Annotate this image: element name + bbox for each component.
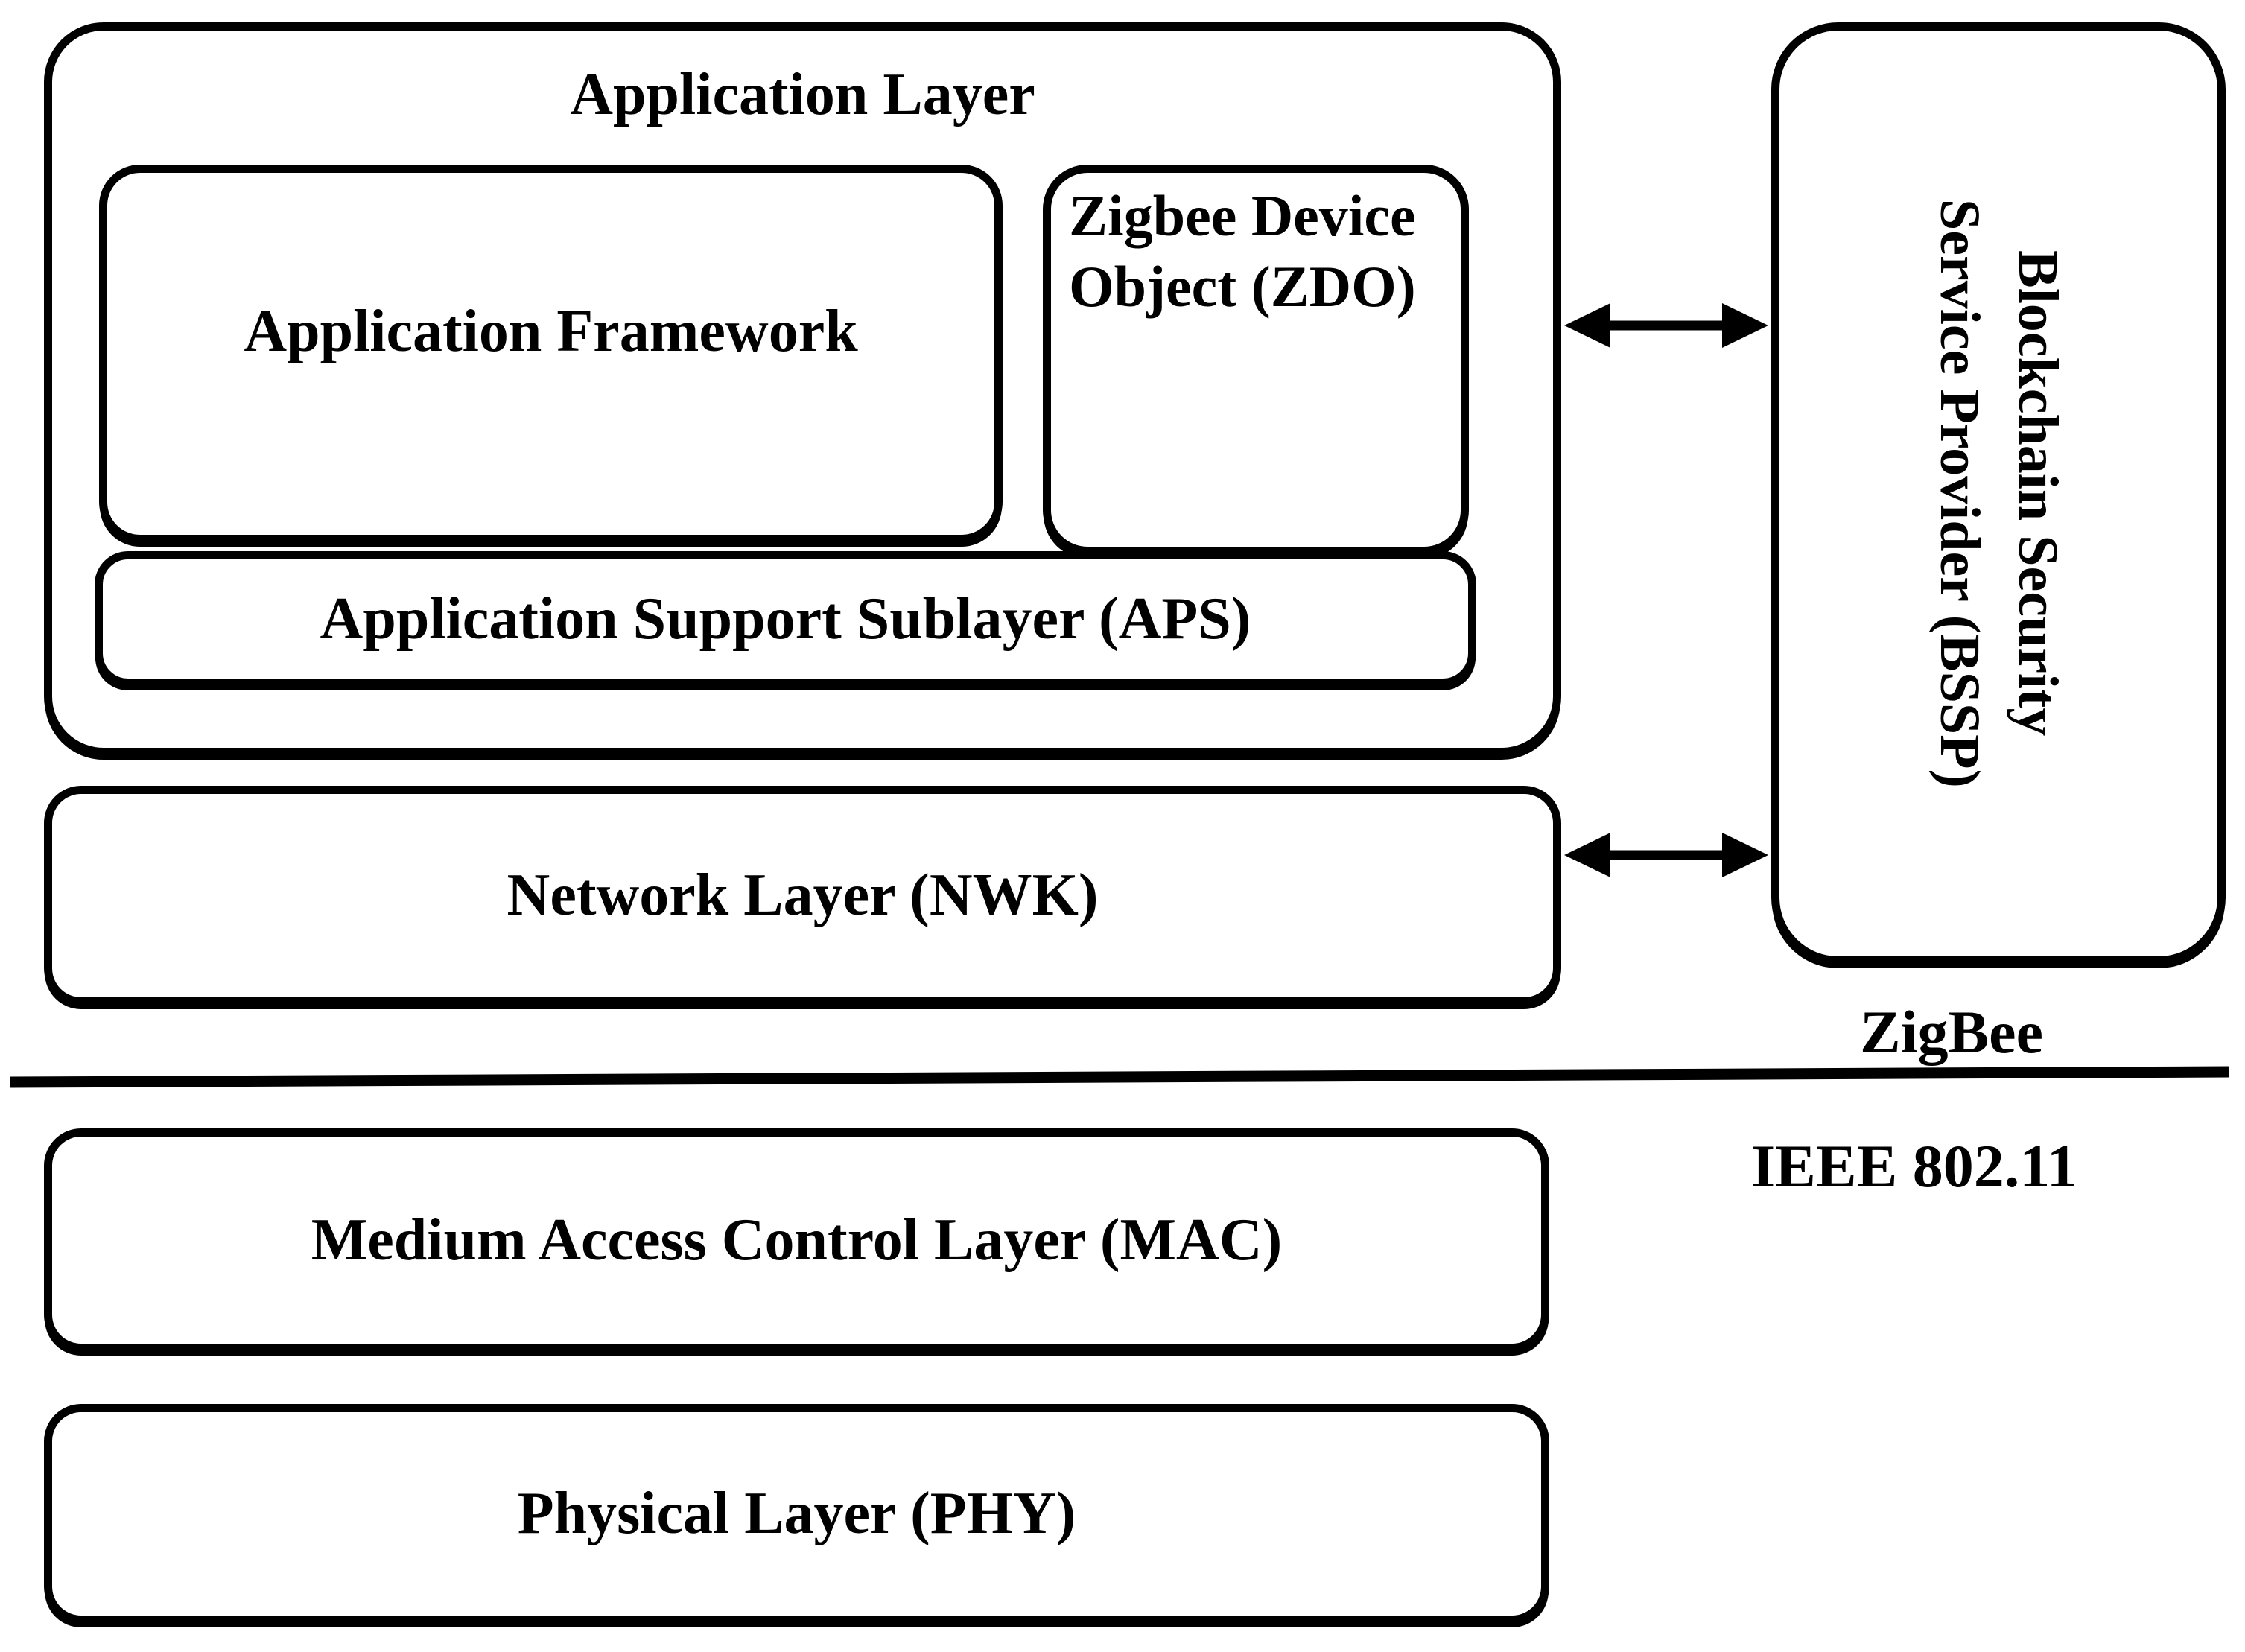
zigbee-device-object-label: Zigbee Device Object (ZDO)	[1069, 183, 1416, 320]
bssp-box: Blockchain Security Service Provider (BS…	[1771, 22, 2226, 965]
network-layer-bssp-arrow	[1564, 833, 1768, 877]
application-support-sublayer-label: Application Support Sublayer (APS)	[320, 585, 1251, 652]
network-layer-label: Network Layer (NWK)	[507, 862, 1099, 928]
network-layer-box: Network Layer (NWK)	[44, 786, 1561, 1006]
app-layer-bssp-arrow	[1564, 303, 1768, 348]
application-support-sublayer-box: Application Support Sublayer (APS)	[95, 551, 1476, 687]
bssp-label-line1: Blockchain Security	[2006, 250, 2069, 737]
application-framework-label: Application Framework	[244, 298, 858, 364]
bssp-label: Blockchain Security Service Provider (BS…	[1920, 199, 2077, 788]
ieee-80211-region-label: IEEE 802.11	[1751, 1132, 2077, 1200]
application-framework-box: Application Framework	[99, 165, 1003, 543]
zigbee-ieee-separator-line	[10, 1066, 2229, 1088]
phy-layer-box: Physical Layer (PHY)	[44, 1404, 1549, 1624]
zigbee-device-object-box: Zigbee Device Object (ZDO)	[1043, 165, 1469, 555]
mac-layer-label: Medium Access Control Layer (MAC)	[311, 1207, 1283, 1273]
application-layer-title: Application Layer	[570, 62, 1035, 127]
application-layer-box: Application Layer Application Framework …	[44, 22, 1561, 756]
phy-layer-label: Physical Layer (PHY)	[517, 1481, 1076, 1546]
mac-layer-box: Medium Access Control Layer (MAC)	[44, 1128, 1549, 1352]
zigbee-region-label: ZigBee	[1860, 998, 2043, 1066]
bssp-label-line2: Service Provider (BSSP)	[1928, 199, 1991, 788]
